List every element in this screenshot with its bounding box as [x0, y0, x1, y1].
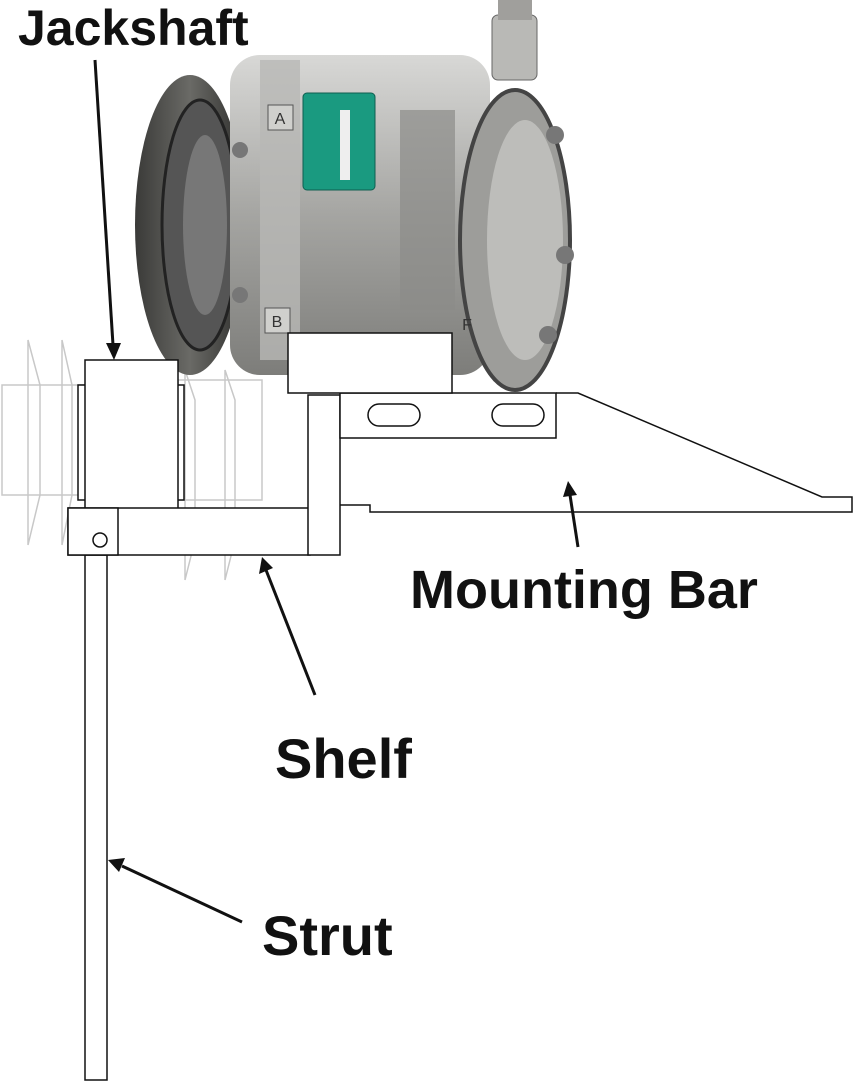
mounting-bar-label: Mounting Bar [410, 560, 758, 620]
compressor-image: A B F [135, 0, 574, 392]
compressor-label-plate [302, 92, 376, 191]
shelf [67, 507, 311, 556]
shelf-arrow [264, 569, 317, 696]
bracket-plate [339, 392, 557, 439]
mounting-bar-arrow [568, 494, 580, 548]
strut [84, 554, 108, 1081]
arrowhead-icon [259, 557, 273, 574]
mounting-bar [340, 392, 853, 513]
shelf-post [307, 394, 341, 556]
mark-f: F [462, 317, 472, 334]
jackshaft-arrow [93, 59, 115, 346]
strut-label: Strut [262, 904, 393, 967]
shelf-label: Shelf [275, 727, 412, 790]
mark-a: A [275, 111, 286, 128]
jackshaft-label: Jackshaft [18, 0, 249, 56]
strut-arrow [121, 864, 243, 924]
arrowhead-icon [563, 481, 577, 497]
arrowhead-icon [106, 343, 121, 360]
jackshaft-block [77, 359, 185, 526]
mark-b: B [272, 314, 283, 331]
compressor-mount-block [287, 332, 453, 394]
arrowhead-icon [108, 858, 125, 872]
